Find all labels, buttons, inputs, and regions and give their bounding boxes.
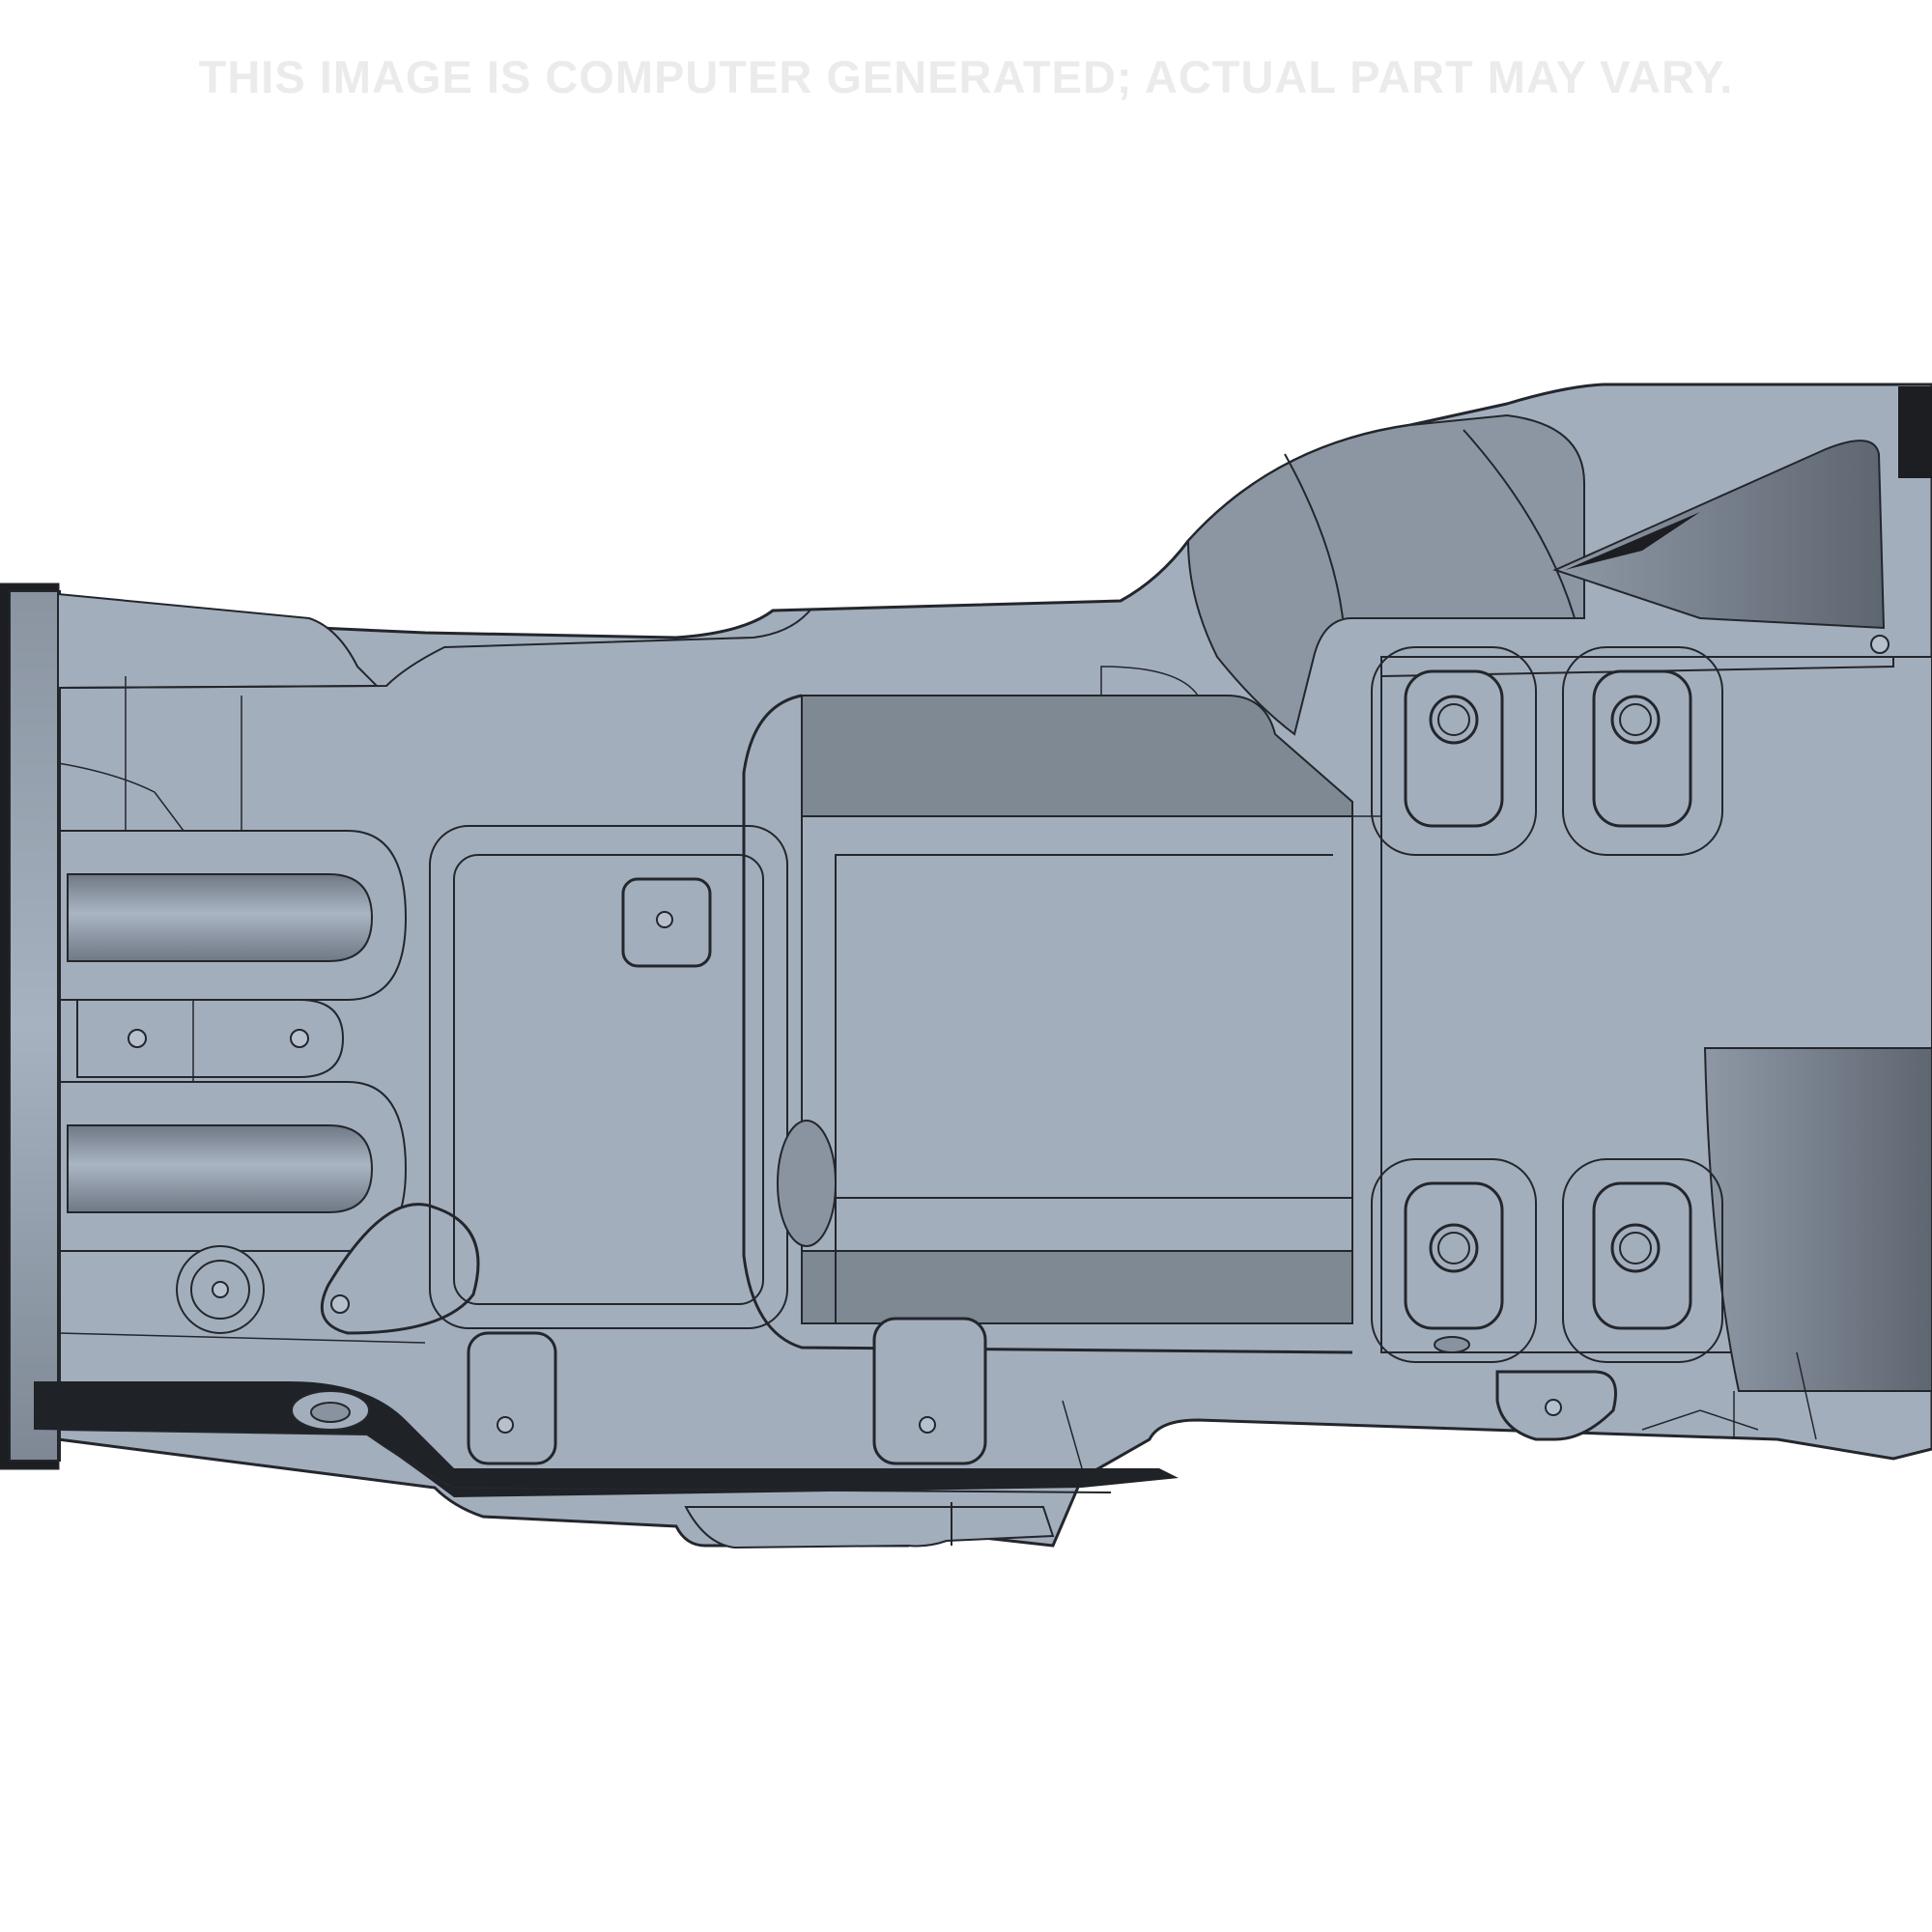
bottom-tab-left bbox=[467, 1331, 557, 1465]
rear-housing bbox=[1703, 1047, 1932, 1392]
tailshaft-wedge bbox=[1552, 440, 1886, 630]
top-rail bbox=[57, 592, 380, 690]
teardrop-lever bbox=[320, 1203, 480, 1335]
rear-seal-dark bbox=[1898, 386, 1932, 478]
oil-pan-upper-wall bbox=[801, 695, 1353, 817]
oil-pan-lower-wall bbox=[801, 1250, 1353, 1324]
bolt-hole bbox=[290, 1029, 309, 1048]
shift-rail-tubes bbox=[58, 830, 408, 1252]
mount-boss-lower-right bbox=[1562, 1158, 1723, 1363]
mount-boss-upper-left bbox=[1371, 646, 1537, 856]
mount-boss-lower-left bbox=[1371, 1158, 1537, 1363]
bottom-tab-right bbox=[1495, 1370, 1617, 1441]
front-flange bbox=[9, 590, 61, 1462]
sump-plug-region bbox=[684, 1506, 1055, 1549]
computer-generated-disclaimer: THIS IMAGE IS COMPUTER GENERATED; ACTUAL… bbox=[198, 51, 1734, 102]
bolt-hole bbox=[128, 1029, 147, 1048]
oil-pan-oval-recess bbox=[777, 1120, 837, 1247]
bottom-tab-center bbox=[872, 1317, 987, 1465]
mount-boss-upper-right bbox=[1562, 646, 1723, 856]
upper-dome bbox=[1186, 413, 1585, 736]
surface-contour-lines bbox=[57, 666, 1817, 1469]
center-mount-tab bbox=[76, 999, 345, 1078]
oil-pan-floor bbox=[801, 815, 1353, 1252]
left-center-panel bbox=[453, 854, 764, 1305]
